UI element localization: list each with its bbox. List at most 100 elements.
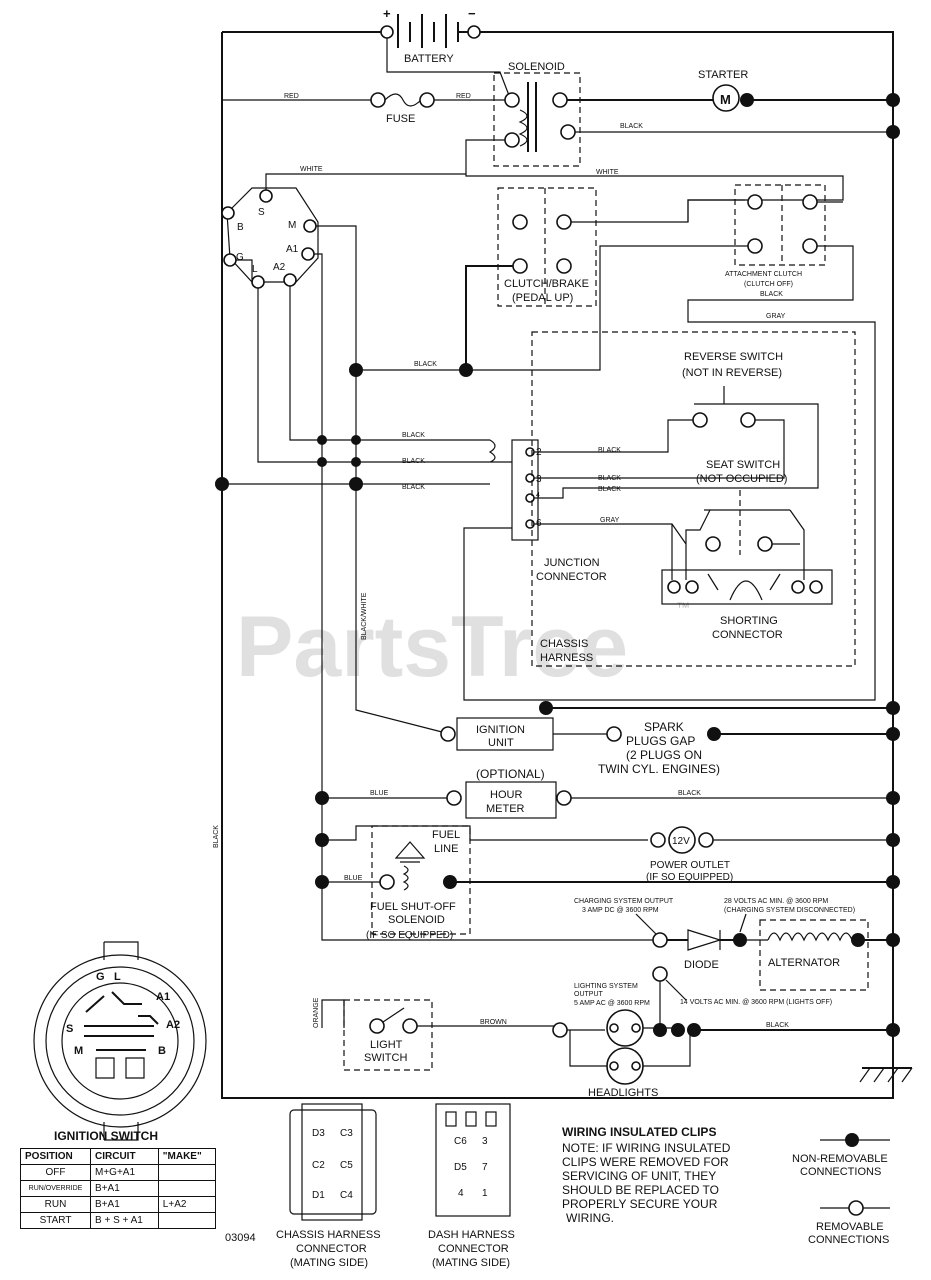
terminal-b: B	[237, 222, 244, 233]
black-wire-lights: BLACK	[766, 1022, 789, 1029]
shorting-connector: SHORTING CONNECTOR	[661, 569, 833, 641]
watermark: PartsTree	[236, 599, 628, 695]
table-cell	[157, 1164, 217, 1181]
battery-minus: −	[468, 6, 476, 21]
table-cell: M+G+A1	[90, 1164, 159, 1181]
light-switch-label-1: LIGHT	[370, 1039, 403, 1051]
fuse: FUSE RED RED	[221, 92, 505, 210]
seat-label-2: (NOT OCCUPIED)	[696, 473, 787, 485]
table-header-row: POSITION CIRCUIT "MAKE"	[19, 1148, 217, 1165]
face-l: L	[114, 971, 121, 983]
charging-label-3: 28 VOLTS AC MIN. @ 3600 RPM	[724, 898, 828, 905]
chassis-pin-d1: D1	[312, 1190, 325, 1201]
table-cell: B + S + A1	[90, 1212, 159, 1229]
ignition-switch-title: IGNITION SWITCH	[54, 1129, 158, 1143]
terminal-l: L	[252, 264, 258, 275]
fuel-sol-label-1: FUEL SHUT-OFF	[370, 901, 456, 913]
face-g: G	[96, 971, 105, 983]
terminal-g: G	[236, 252, 244, 263]
ign-unit-label-2: UNIT	[488, 737, 514, 749]
clutch-brake-label-2: (PEDAL UP)	[512, 292, 573, 304]
light-switch-label-2: SWITCH	[364, 1052, 407, 1064]
orange-wire-label: ORANGE	[313, 997, 320, 1028]
pin-4: 4	[536, 492, 540, 499]
charging-label-1: CHARGING SYSTEM OUTPUT	[574, 898, 674, 905]
chassis-pin-c3: C3	[340, 1128, 353, 1139]
table-cell: B+A1	[90, 1180, 159, 1197]
diagram-code: 03094	[225, 1232, 256, 1244]
table-cell	[157, 1180, 217, 1197]
solenoid-label: SOLENOID	[508, 61, 565, 73]
clips-line-2: CLIPS WERE REMOVED FOR	[562, 1155, 729, 1169]
chassis-harness-label-2: HARNESS	[540, 652, 593, 664]
gray-wire-label-2: GRAY	[600, 517, 620, 524]
table-row: OFF M+G+A1	[19, 1164, 217, 1181]
red-wire-label-2: RED	[456, 93, 471, 100]
clips-line-1: NOTE: IF WIRING INSULATED	[562, 1141, 731, 1155]
black-wire-d: BLACK	[598, 447, 621, 454]
seat-switch: SEAT SWITCH (NOT OCCUPIED)	[671, 459, 805, 580]
junction-label-2: CONNECTOR	[536, 571, 607, 583]
charging-label-2: 3 AMP DC @ 3600 RPM	[582, 907, 659, 914]
chassis-pin-c5: C5	[340, 1160, 353, 1171]
junction-connector: 2 3 4 6 JUNCTION CONNECTOR	[511, 439, 607, 583]
ground-frame	[221, 31, 894, 1099]
dash-pin-c4: 4	[458, 1188, 464, 1199]
white-wire-label-top: WHITE	[300, 166, 323, 173]
clips-line-6: WIRING.	[566, 1211, 614, 1225]
hour-label-1: HOUR	[490, 789, 522, 801]
gray-wire-label-1: GRAY	[766, 313, 786, 320]
table-cell: B+A1	[90, 1196, 159, 1213]
face-s: S	[66, 1023, 73, 1035]
dash-pin-c6: C6	[454, 1136, 467, 1147]
chassis-conn-label-1: CHASSIS HARNESS	[276, 1229, 381, 1241]
black-wire-hour: BLACK	[678, 790, 701, 797]
black-wire-b: BLACK	[402, 458, 425, 465]
face-m: M	[74, 1045, 83, 1057]
chassis-harness-connector: D3 C3 C2 C5 D1 C4 CHASSIS HARNESS CONNEC…	[276, 1103, 381, 1269]
fuel-shutoff-solenoid: FUEL LINE BLUE FUEL SHUT-OFF SOLENOID (I…	[315, 825, 900, 941]
table-cell: L+A2	[157, 1196, 217, 1213]
table-cell: OFF	[19, 1164, 92, 1181]
table-cell: RUN/OVERRIDE	[19, 1180, 92, 1197]
chassis-pin-c2: C2	[312, 1160, 325, 1171]
black-wire-e: BLACK	[598, 475, 621, 482]
clutch-brake-label-1: CLUTCH/BRAKE	[504, 278, 589, 290]
dash-pin-c1: 1	[482, 1188, 488, 1199]
clutch-brake-switch: CLUTCH/BRAKE (PEDAL UP)	[497, 187, 597, 307]
power-outlet-label-2: (IF SO EQUIPPED)	[646, 872, 733, 883]
solenoid: SOLENOID	[493, 61, 581, 167]
white-wire-label-2: WHITE	[596, 169, 619, 176]
connection-legend: NON-REMOVABLE CONNECTIONS REMOVABLE CONN…	[792, 1133, 890, 1246]
clips-line-3: SERVICING OF UNIT, THEY	[562, 1169, 716, 1183]
shorting-label-1: SHORTING	[720, 615, 778, 627]
chassis-conn-label-3: (MATING SIDE)	[290, 1257, 368, 1269]
spark-label-3: (2 PLUGS ON	[626, 748, 702, 762]
face-a1: A1	[156, 991, 170, 1003]
legend-nonremovable-1: NON-REMOVABLE	[792, 1153, 888, 1165]
diode-label: DIODE	[684, 959, 719, 971]
starter-label: STARTER	[698, 69, 748, 81]
ign-unit-label-1: IGNITION	[476, 724, 525, 736]
reverse-label-2: (NOT IN REVERSE)	[682, 367, 782, 379]
headlights-label: HEADLIGHTS	[588, 1087, 658, 1099]
hour-meter: (OPTIONAL) HOUR METER BLUE BLACK	[315, 767, 900, 819]
dash-conn-label-3: (MATING SIDE)	[432, 1257, 510, 1269]
power-outlet-label-1: POWER OUTLET	[650, 860, 730, 871]
chassis-harness-label-1: CHASSIS	[540, 638, 588, 650]
starter-m: M	[720, 92, 731, 107]
ignition-switch-table: POSITION CIRCUIT "MAKE" OFF M+G+A1 RUN/O…	[19, 1148, 217, 1229]
optional-label: (OPTIONAL)	[476, 767, 545, 781]
reverse-label-1: REVERSE SWITCH	[684, 351, 783, 363]
clips-line-4: SHOULD BE REPLACED TO	[562, 1183, 719, 1197]
face-a2: A2	[166, 1019, 180, 1031]
brown-wire-label: BROWN	[480, 1019, 507, 1026]
table-cell	[157, 1212, 217, 1229]
ignition-switch-face: G L A1 S A2 M B	[33, 941, 207, 1141]
table-cell: RUN	[19, 1196, 92, 1213]
black-wire-attach: BLACK	[760, 291, 783, 298]
black-wire-left: BLACK	[414, 361, 437, 368]
fuel-line-label-2: LINE	[434, 843, 458, 855]
table-row: RUN B+A1 L+A2	[19, 1196, 217, 1213]
